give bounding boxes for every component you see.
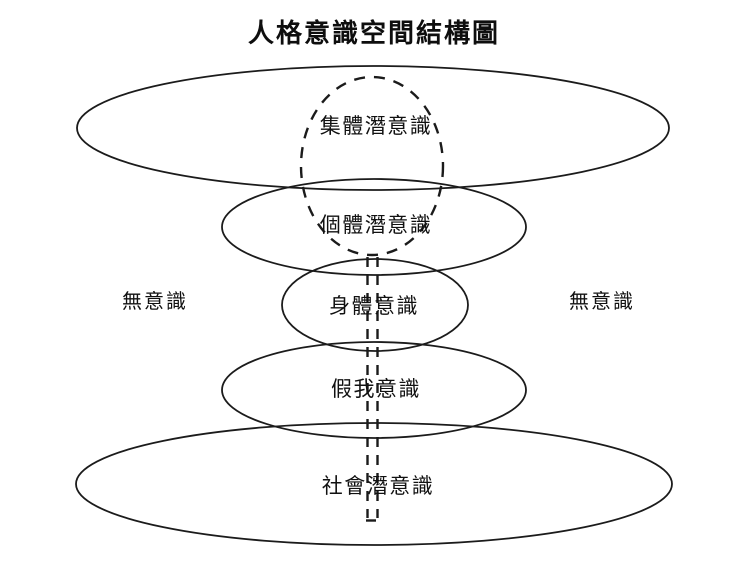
page-title: 人格意識空間結構圖 xyxy=(248,18,500,48)
collective-unconscious-ellipse xyxy=(76,65,670,191)
social-unconscious-ellipse xyxy=(75,422,673,546)
label-social-unconscious: 社會潛意識 xyxy=(322,475,435,498)
label-false-self-consciousness: 假我意識 xyxy=(331,378,421,401)
label-unconscious-left: 無意識 xyxy=(122,290,188,313)
label-body-consciousness: 身體意識 xyxy=(329,295,419,318)
label-unconscious-right: 無意識 xyxy=(569,290,635,313)
body-consciousness-ellipse xyxy=(281,258,469,352)
dashed-overlap-ellipse xyxy=(299,75,445,257)
label-individual-unconscious: 個體潛意識 xyxy=(320,214,433,237)
label-collective-unconscious: 集體潛意識 xyxy=(320,115,433,138)
false-self-consciousness-ellipse xyxy=(221,341,527,439)
individual-unconscious-ellipse xyxy=(221,178,527,276)
